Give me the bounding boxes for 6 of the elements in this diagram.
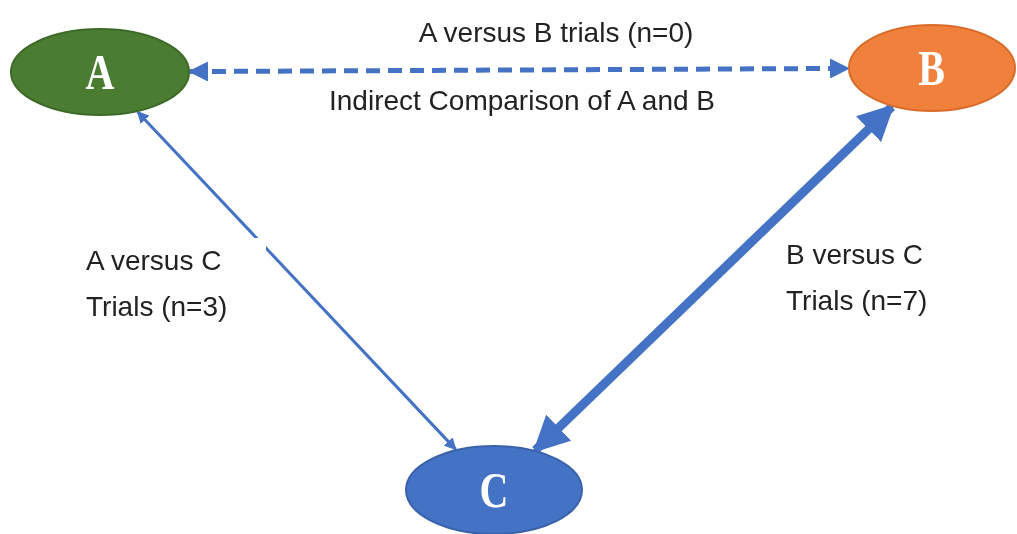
node-label: C [479,465,509,515]
node-label: B [918,43,946,93]
arrow [136,110,457,451]
node-label: A [85,47,115,97]
arrow [188,58,850,82]
arrow [532,103,895,454]
